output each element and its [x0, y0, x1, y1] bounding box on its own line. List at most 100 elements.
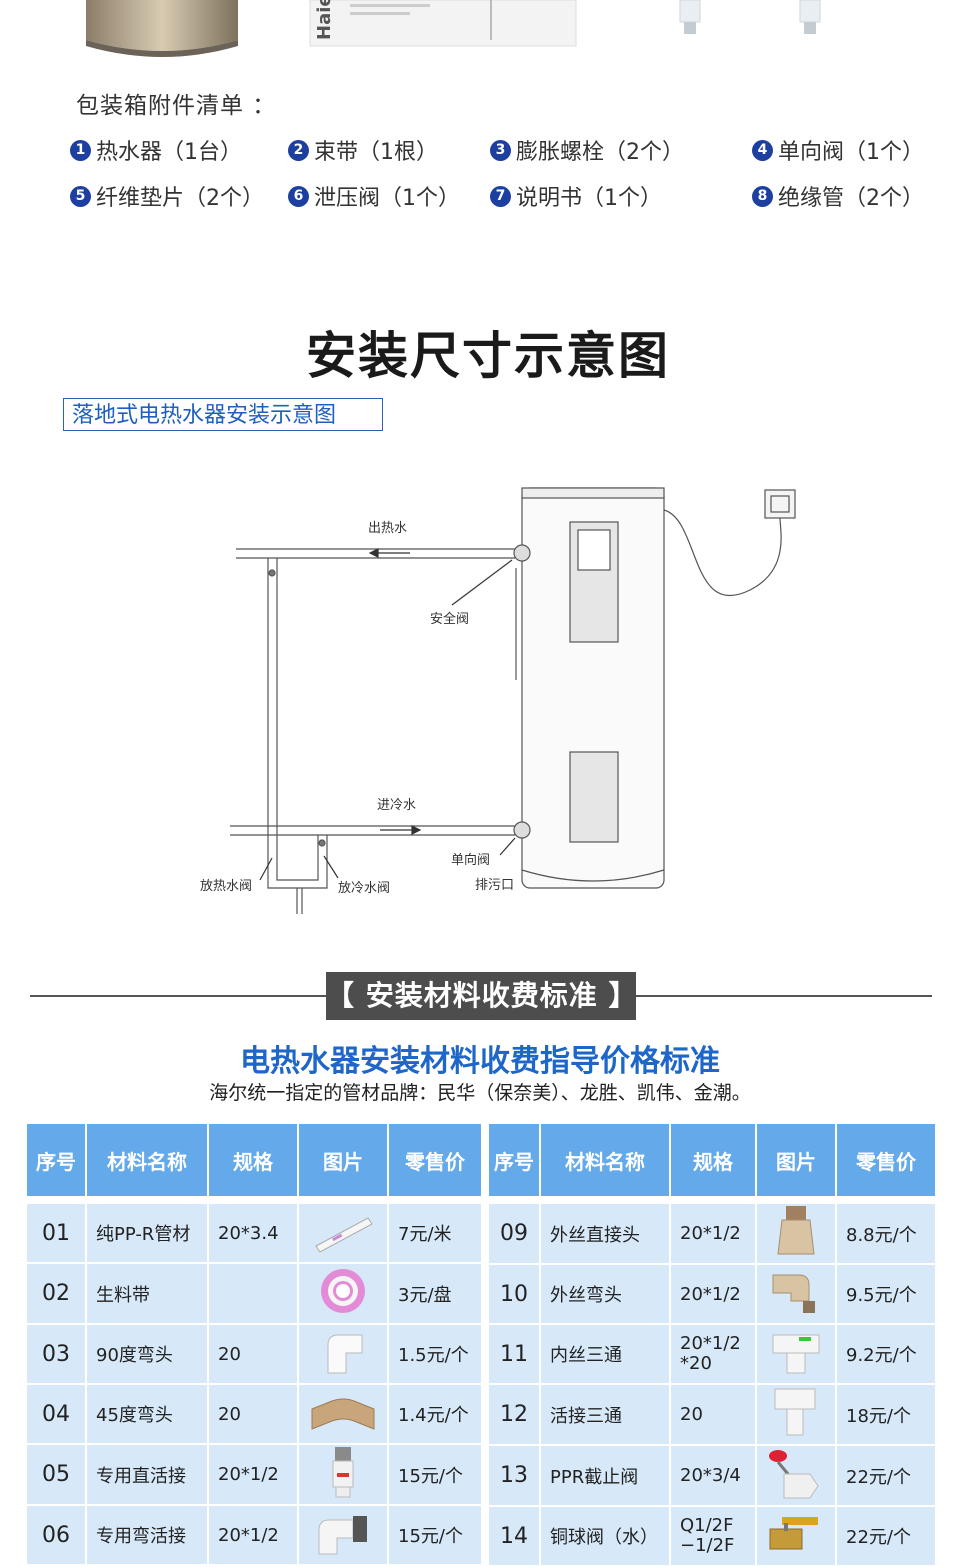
- table-row: 14 铜球阀（水） Q1/2F −1/2F 22元/个: [487, 1505, 937, 1567]
- material-name: 纯PP-R管材: [85, 1202, 209, 1264]
- col-header-no: 序号: [487, 1122, 541, 1198]
- material-spec: 20*1/2: [669, 1202, 757, 1265]
- union-tee-icon: [755, 1383, 837, 1446]
- material-name: PPR截止阀: [539, 1444, 671, 1507]
- material-price: 15元/个: [387, 1443, 483, 1506]
- male-adapter-icon: [755, 1202, 837, 1265]
- material-price: 7元/米: [387, 1202, 483, 1264]
- material-spec: 20*1/2: [207, 1504, 299, 1566]
- table-row: 09 外丝直接头 20*1/2 8.8元/个: [487, 1202, 937, 1265]
- label-safety-valve: 安全阀: [430, 611, 469, 627]
- row-number: 12: [487, 1383, 541, 1446]
- label-cold-drain-valve: 放冷水阀: [338, 881, 390, 896]
- label-drain: 排污口: [475, 878, 514, 893]
- table-header-row: 序号 材料名称 规格 图片 零售价: [25, 1122, 483, 1198]
- material-price: 22元/个: [835, 1444, 937, 1507]
- install-subtitle: 落地式电热水器安装示意图: [63, 398, 383, 431]
- col-header-image: 图片: [755, 1122, 837, 1198]
- ball-valve-icon: [755, 1505, 837, 1567]
- elbow45-icon: [297, 1383, 389, 1445]
- row-number: 10: [487, 1263, 541, 1325]
- table-row: 11 内丝三通 20*1/2 *20 9.2元/个: [487, 1323, 937, 1385]
- accessory-item: 4 单向阀（1个）: [752, 134, 924, 166]
- material-name: 铜球阀（水）: [539, 1505, 671, 1567]
- col-header-price: 零售价: [835, 1122, 937, 1198]
- row-number: 02: [25, 1262, 87, 1325]
- material-spec: 20*3.4: [207, 1202, 299, 1264]
- row-number: 11: [487, 1323, 541, 1385]
- heater-photo: [86, 0, 238, 51]
- accessory-label: 泄压阀（1个）: [314, 186, 460, 211]
- material-price: 15元/个: [387, 1504, 483, 1566]
- accessory-label: 膨胀螺栓（2个）: [516, 140, 684, 165]
- price-table-left: 序号 材料名称 规格 图片 零售价 01 纯PP-R管材 20*3.4 7元/米…: [25, 1122, 483, 1566]
- accessory-label: 绝缘管（2个）: [778, 186, 924, 211]
- col-header-name: 材料名称: [85, 1122, 209, 1198]
- material-spec: 20*3/4: [669, 1444, 757, 1507]
- accessory-label: 束带（1根）: [314, 140, 438, 165]
- table-row: 05 专用直活接 20*1/2 15元/个: [25, 1443, 483, 1506]
- accessory-label: 热水器（1台）: [96, 140, 242, 165]
- material-price: 3元/盘: [387, 1262, 483, 1325]
- accessory-item: 1 热水器（1台）: [70, 134, 242, 166]
- table-row: 02 生料带 3元/盘: [25, 1262, 483, 1325]
- number-badge-icon: 4: [752, 139, 773, 161]
- col-header-image: 图片: [297, 1122, 389, 1198]
- material-price: 1.4元/个: [387, 1383, 483, 1445]
- accessory-item: 8 绝缘管（2个）: [752, 180, 924, 212]
- brands-note: 海尔统一指定的管材品牌：民华（保奈美）、龙胜、凯伟、金潮。: [209, 1082, 751, 1104]
- material-name: 活接三通: [539, 1383, 671, 1446]
- row-number: 05: [25, 1443, 87, 1506]
- col-header-no: 序号: [25, 1122, 87, 1198]
- row-number: 01: [25, 1202, 87, 1264]
- row-number: 13: [487, 1444, 541, 1507]
- material-spec: 20: [669, 1383, 757, 1446]
- product-photos: Haier: [86, 0, 821, 57]
- row-number: 03: [25, 1323, 87, 1385]
- col-header-spec: 规格: [207, 1122, 299, 1198]
- pipe-icon: [297, 1202, 389, 1264]
- male-elbow-icon: [755, 1263, 837, 1325]
- material-spec: 20: [207, 1323, 299, 1385]
- accessory-item: 6 泄压阀（1个）: [288, 180, 460, 212]
- female-tee-icon: [755, 1323, 837, 1385]
- elbow-union-icon: [297, 1504, 389, 1566]
- col-header-price: 零售价: [387, 1122, 483, 1198]
- number-badge-icon: 5: [70, 185, 91, 207]
- material-name: 90度弯头: [85, 1323, 209, 1385]
- install-diagram: 出热水 安全阀 进冷水 单向阀 排污口 放热水阀 放冷水阀: [200, 487, 796, 914]
- number-badge-icon: 2: [288, 139, 309, 161]
- valve-photo-1: [679, 0, 701, 23]
- label-hot-drain-valve: 放热水阀: [200, 879, 252, 894]
- valve-photo-2: [799, 0, 821, 23]
- accessories-title: 包装箱附件清单 ：: [76, 93, 277, 119]
- material-price: 18元/个: [835, 1383, 937, 1446]
- accessory-item: 2 束带（1根）: [288, 134, 438, 166]
- material-name: 内丝三通: [539, 1323, 671, 1385]
- material-name: 专用弯活接: [85, 1504, 209, 1566]
- row-number: 09: [487, 1202, 541, 1265]
- table-row: 10 外丝弯头 20*1/2 9.5元/个: [487, 1263, 937, 1325]
- manual-brand: Haier: [314, 0, 335, 40]
- material-spec: [207, 1262, 299, 1325]
- install-title: 安装尺寸示意图: [306, 327, 670, 385]
- material-name: 专用直活接: [85, 1443, 209, 1506]
- materials-section-title: 【 安装材料收费标准 】: [326, 972, 637, 1020]
- table-row: 01 纯PP-R管材 20*3.4 7元/米: [25, 1202, 483, 1264]
- material-name: 外丝直接头: [539, 1202, 671, 1265]
- material-spec: 20: [207, 1383, 299, 1445]
- product-photo-strip: Haier: [0, 0, 960, 70]
- material-spec: 20*1/2: [207, 1443, 299, 1506]
- table-row: 06 专用弯活接 20*1/2 15元/个: [25, 1504, 483, 1566]
- number-badge-icon: 7: [490, 185, 511, 207]
- table-row: 04 45度弯头 20 1.4元/个: [25, 1383, 483, 1445]
- accessory-label: 说明书（1个）: [516, 186, 662, 211]
- material-price: 9.2元/个: [835, 1323, 937, 1385]
- col-header-name: 材料名称: [539, 1122, 671, 1198]
- divider-right: [636, 995, 932, 997]
- material-spec: 20*1/2 *20: [669, 1323, 757, 1385]
- table-row: 12 活接三通 20 18元/个: [487, 1383, 937, 1446]
- accessory-item: 3 膨胀螺栓（2个）: [490, 134, 684, 166]
- divider-left: [30, 995, 326, 997]
- col-header-spec: 规格: [669, 1122, 757, 1198]
